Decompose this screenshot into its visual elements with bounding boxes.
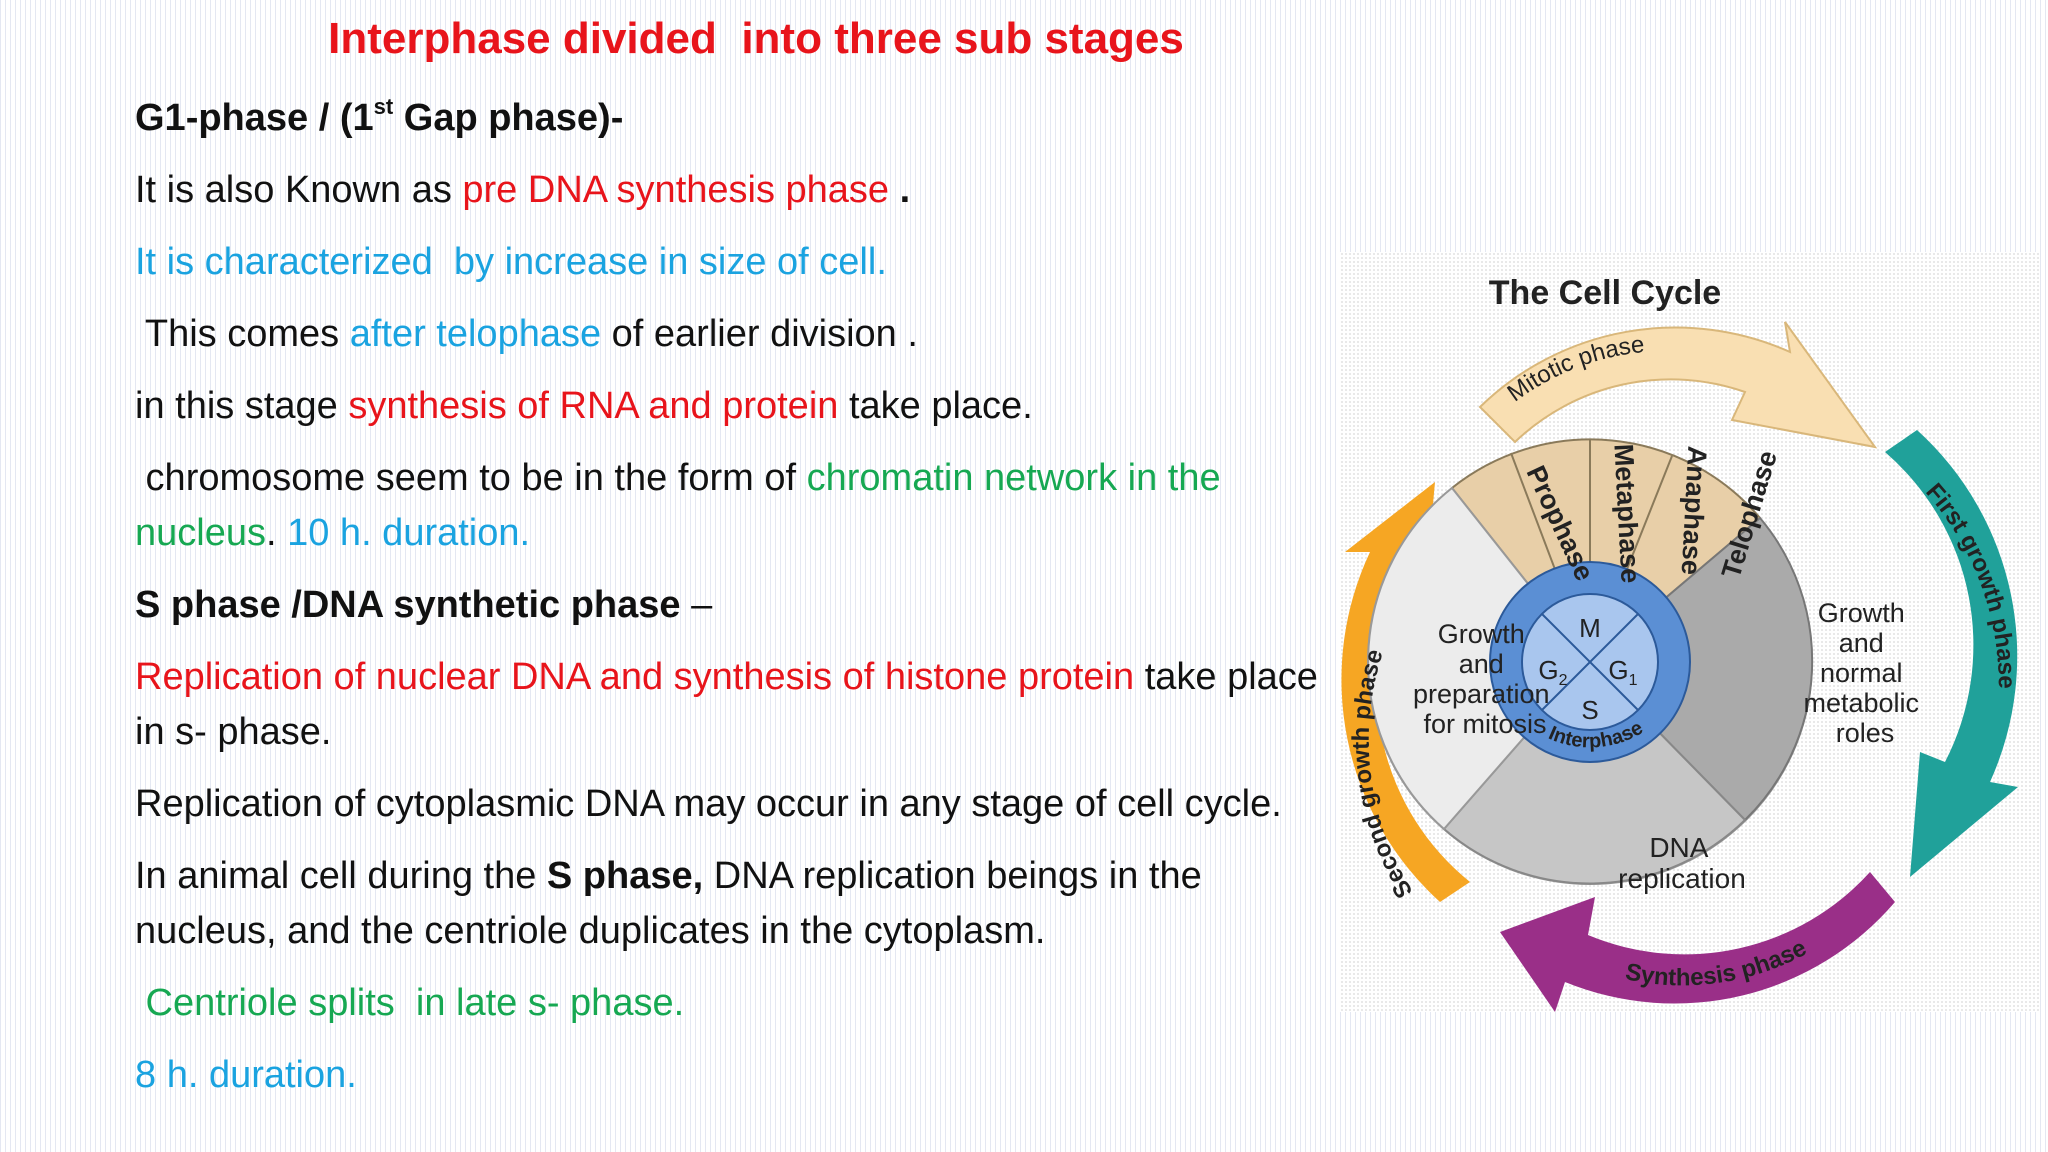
center-g2-sub: 2 [1559, 672, 1568, 689]
g1-heading-main: G1-phase / (1 [135, 97, 374, 139]
bold-s-phase: S phase, [546, 855, 704, 897]
growth-prep-line: preparation [1413, 679, 1550, 709]
arc-label-synthesis: Synthesis phase [1623, 934, 1811, 991]
highlight-after-telophase: after telophase [349, 313, 602, 355]
line-8h: 8 h. duration. [135, 1054, 357, 1096]
text: take place [1134, 656, 1318, 698]
growth-prep-line: and [1459, 649, 1504, 679]
growth-normal-label: Growth and normal metabolic roles [1803, 598, 1926, 748]
cell-cycle-svg: The Cell Cycle Mitotic phase First growt… [1341, 274, 2020, 1012]
line-comes-after: This comes after telophase of earlier di… [135, 307, 918, 362]
center-g1: G1 [1608, 655, 1637, 689]
line-known-as: It is also Known as pre DNA synthesis ph… [135, 163, 910, 218]
line-chromosome: chromosome seem to be in the form of chr… [135, 451, 1221, 506]
dna-line: replication [1618, 863, 1746, 894]
first-growth-phase-arrow [1885, 430, 2018, 877]
text: It is also Known as [135, 169, 463, 211]
s-heading-rest: – [680, 584, 713, 626]
growth-prep-wedge [1367, 486, 1592, 831]
g1-heading-sup: st [373, 94, 394, 119]
highlight-pre-dna: pre DNA synthesis phase [462, 169, 890, 211]
diagram-title: The Cell Cycle [1489, 274, 1721, 312]
line-cytoplasmic: Replication of cytoplasmic DNA may occur… [135, 783, 1282, 825]
text: in this stage [135, 385, 349, 427]
synthesis-phase-arrow [1500, 872, 1895, 1012]
g1-phase-heading: G1-phase / (1st Gap phase)- [135, 91, 623, 146]
center-g1-sub: 1 [1629, 672, 1638, 689]
growth-normal-line: and [1839, 628, 1884, 658]
text: chromosome seem to be in the form of [135, 457, 807, 499]
dna-replication-wedge [1442, 660, 1747, 885]
growth-normal-line: roles [1836, 718, 1895, 748]
center-g1-letter: G [1608, 655, 1628, 685]
line-replication-nuclear: Replication of nuclear DNA and synthesis… [135, 650, 1318, 705]
growth-normal-line: normal [1820, 658, 1903, 688]
s-phase-heading: S phase /DNA synthetic phase – [135, 578, 712, 633]
line-centriole-splits: Centriole splits in late s- phase. [135, 982, 685, 1024]
highlight-10h: 10 h. duration. [287, 512, 531, 554]
growth-normal-line: metabolic [1803, 688, 1919, 718]
text: DNA replication beings in the [703, 855, 1202, 897]
s-heading-main: S phase /DNA synthetic phase [135, 584, 681, 626]
stage-metaphase: Metaphase [1608, 443, 1645, 584]
growth-prep-line: Growth [1438, 619, 1525, 649]
second-growth-phase-arrow [1341, 482, 1470, 902]
center-m: M [1579, 613, 1601, 643]
growth-normal-line: Growth [1818, 598, 1905, 628]
mitosis-wedge [1450, 438, 1762, 664]
line-animal-cell: In animal cell during the S phase, DNA r… [135, 849, 1202, 904]
line-nucleus-duration: nucleus. 10 h. duration. [135, 506, 530, 561]
arc-label-synthesis-path: Synthesis phase [1623, 934, 1811, 991]
line-in-s-phase: in s- phase. [135, 711, 332, 753]
text: . [889, 169, 911, 211]
growth-prep-label: Growth and preparation for mitosis [1413, 619, 1557, 739]
highlight-replication: Replication of nuclear DNA and synthesis… [135, 656, 1135, 698]
text: In animal cell during the [135, 855, 547, 897]
stage-anaphase: Anaphase [1676, 445, 1713, 575]
growth-normal-wedge [1588, 516, 1814, 822]
center-s: S [1581, 695, 1598, 725]
text: This comes [135, 313, 350, 355]
text: take place. [838, 385, 1033, 427]
slide-title: Interphase divided into three sub stages [328, 14, 1184, 63]
center-g2: G2 [1538, 655, 1567, 689]
mitotic-phase-arrow [1478, 321, 1878, 449]
dna-line: DNA [1649, 832, 1708, 863]
dna-replication-label: DNA replication [1618, 832, 1746, 894]
line-characterized: It is characterized by increase in size … [135, 241, 887, 283]
cell-cycle-diagram: The Cell Cycle Mitotic phase First growt… [1340, 252, 2040, 1012]
g1-heading-rest: Gap phase)- [393, 97, 624, 139]
text: . [265, 512, 288, 554]
text: of earlier division . [601, 313, 918, 355]
line-synthesis-rna: in this stage synthesis of RNA and prote… [135, 379, 1033, 434]
growth-prep-line: for mitosis [1423, 709, 1546, 739]
highlight-rna-protein: synthesis of RNA and protein [348, 385, 839, 427]
line-centriole-duplicates: nucleus, and the centriole duplicates in… [135, 910, 1046, 952]
center-g2-letter: G [1538, 655, 1558, 685]
highlight-nucleus: nucleus [135, 512, 266, 554]
highlight-chromatin: chromatin network in the [806, 457, 1221, 499]
